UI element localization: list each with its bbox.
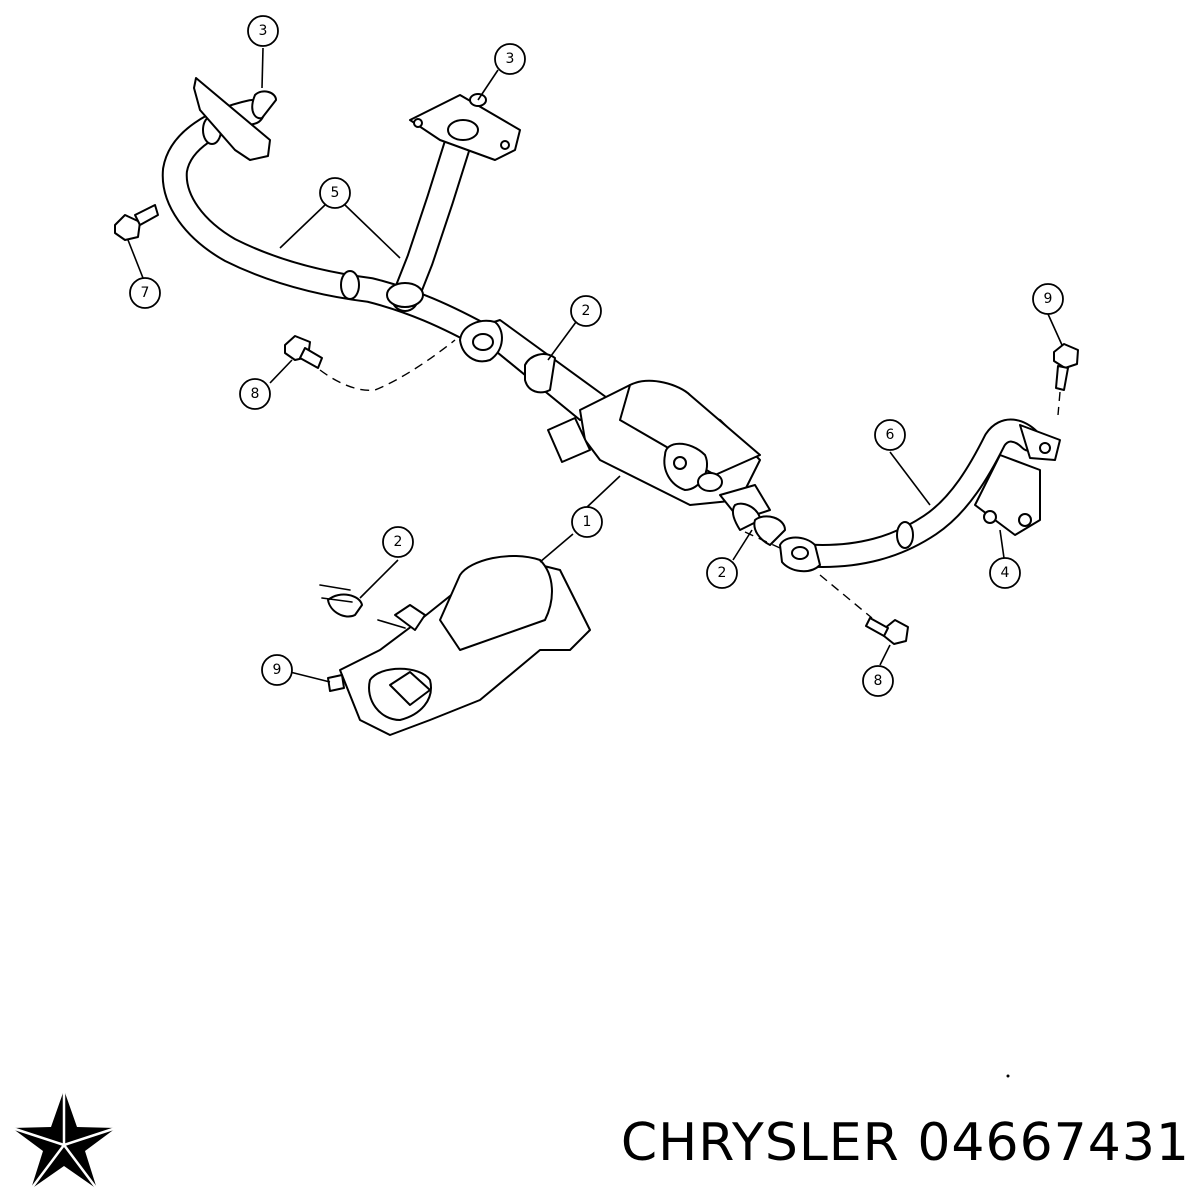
callout-9-right: 9 [1032,283,1064,315]
egr-duct [459,319,611,421]
svg-text:5: 5 [331,185,340,201]
callout-2-lower-left: 2 [382,526,414,558]
gasket-right [731,502,786,546]
svg-text:3: 3 [506,51,515,67]
bolt-7 [114,204,159,241]
bolt-9-right [1053,343,1079,391]
egr-tube-6 [779,418,1061,573]
egr-valve-lower [319,554,591,736]
chrysler-pentastar-icon [11,1090,117,1190]
callout-7: 7 [129,277,161,309]
svg-text:9: 9 [1044,291,1053,307]
stray-dot [1006,1074,1010,1078]
assembly-lines [319,339,1061,619]
svg-text:9: 9 [273,662,282,678]
svg-text:6: 6 [886,427,895,443]
callout-3-right: 3 [494,43,526,75]
egr-valve-upper [547,379,771,521]
callout-2-lower-right: 2 [706,557,738,589]
bolt-8-right [865,617,909,645]
callout-2-top: 2 [570,295,602,327]
callout-9-left: 9 [261,654,293,686]
svg-text:2: 2 [394,534,403,550]
stud-9-left [327,674,345,692]
callout-8-right: 8 [862,665,894,697]
svg-text:3: 3 [259,23,268,39]
egr-exploded-diagram: 3 3 5 7 8 2 1 2 [114,15,1079,1078]
svg-text:7: 7 [141,285,150,301]
egr-tube-5 [161,77,521,353]
part-caption: CHRYSLER 04667431 [620,1113,1190,1173]
callout-8-left: 8 [239,378,271,410]
bolt-8-left [284,335,323,369]
svg-text:2: 2 [718,565,727,581]
svg-text:1: 1 [583,514,592,530]
callout-1-upper: 1 [571,506,603,538]
svg-text:2: 2 [582,303,591,319]
svg-text:8: 8 [874,673,883,689]
leader-lines [127,47,1063,683]
callout-5: 5 [319,177,351,209]
callout-6: 6 [874,419,906,451]
gasket-4 [974,454,1041,536]
callout-4: 4 [989,557,1021,589]
svg-text:8: 8 [251,386,260,402]
svg-text:4: 4 [1001,565,1010,581]
callout-3-left: 3 [247,15,279,47]
